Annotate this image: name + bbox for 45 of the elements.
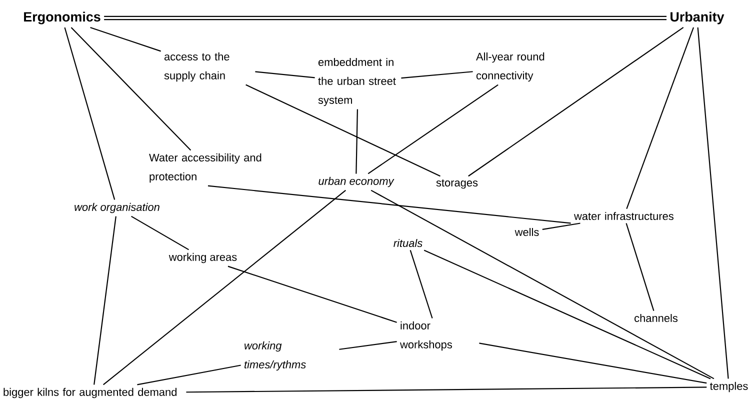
connector-line bbox=[424, 250, 711, 380]
connector-line bbox=[626, 27, 694, 209]
connector-line bbox=[468, 27, 684, 177]
connector-line bbox=[208, 185, 571, 224]
connector-line bbox=[255, 71, 315, 78]
concept-text: access to the supply chain bbox=[164, 52, 230, 82]
concept-text: rituals bbox=[394, 238, 422, 248]
connector-line bbox=[186, 386, 707, 393]
connector-line bbox=[479, 342, 707, 384]
concept-text: channels bbox=[634, 314, 678, 322]
connector-line bbox=[90, 26, 161, 52]
connector-line bbox=[697, 27, 729, 379]
concept-text: urban economy bbox=[318, 176, 394, 188]
connector-line bbox=[104, 16, 667, 17]
connector-line bbox=[94, 216, 116, 385]
concept-text: water infrastructures bbox=[574, 212, 674, 220]
concept-text: working times/rythms bbox=[244, 341, 306, 371]
concept-text: work organisation bbox=[74, 202, 160, 214]
connector-line bbox=[370, 190, 714, 380]
concept-text: indoor workshops bbox=[400, 321, 452, 351]
connector-line bbox=[356, 109, 358, 174]
connector-line bbox=[104, 19, 667, 20]
concept-text: temples bbox=[710, 382, 748, 392]
connector-line bbox=[339, 341, 397, 350]
concept-text: embeddment in the urban street system bbox=[318, 58, 396, 106]
connector-line bbox=[626, 223, 654, 311]
connector-line bbox=[70, 27, 192, 151]
connector-line bbox=[368, 84, 498, 174]
connector-line bbox=[103, 190, 346, 386]
concept-text: wells bbox=[514, 228, 539, 236]
concept-text: All-year round connectivity bbox=[476, 52, 544, 82]
connector-line bbox=[64, 27, 116, 200]
connector-line bbox=[228, 266, 397, 323]
connector-line bbox=[542, 222, 580, 230]
heading-text: Urbanity bbox=[670, 12, 724, 24]
connector-line bbox=[131, 216, 189, 250]
connector-line bbox=[410, 250, 433, 318]
connector-line bbox=[401, 71, 473, 79]
concept-text: Water accessibility and protection bbox=[149, 153, 262, 183]
heading-text: Ergonomics bbox=[24, 12, 100, 24]
concept-text: storages bbox=[436, 179, 478, 189]
connector-line bbox=[137, 364, 241, 386]
connector-line bbox=[246, 84, 440, 177]
concept-text: working areas bbox=[168, 252, 237, 264]
concept-text: bigger kilns for augmented demand bbox=[4, 388, 176, 398]
